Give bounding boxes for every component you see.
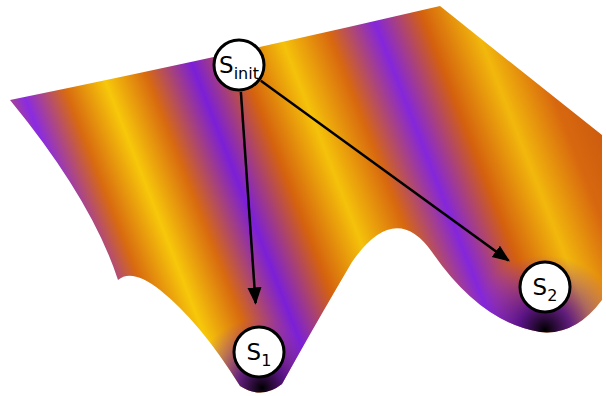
state-subscript: init xyxy=(234,64,259,83)
transition-arrow xyxy=(241,92,256,303)
state-symbol: S xyxy=(247,339,262,365)
state-circle: S2 xyxy=(518,260,572,314)
state-symbol: S xyxy=(219,52,234,78)
state-label: S1 xyxy=(247,341,272,364)
state-symbol: S xyxy=(533,274,548,300)
state-circle: Sinit xyxy=(212,38,266,92)
state-label: S2 xyxy=(533,276,558,299)
state-subscript: 1 xyxy=(261,351,271,370)
state-subscript: 2 xyxy=(547,286,557,305)
state-label: Sinit xyxy=(219,54,259,77)
state-circle: S1 xyxy=(232,325,286,379)
transition-arrow xyxy=(261,81,509,261)
